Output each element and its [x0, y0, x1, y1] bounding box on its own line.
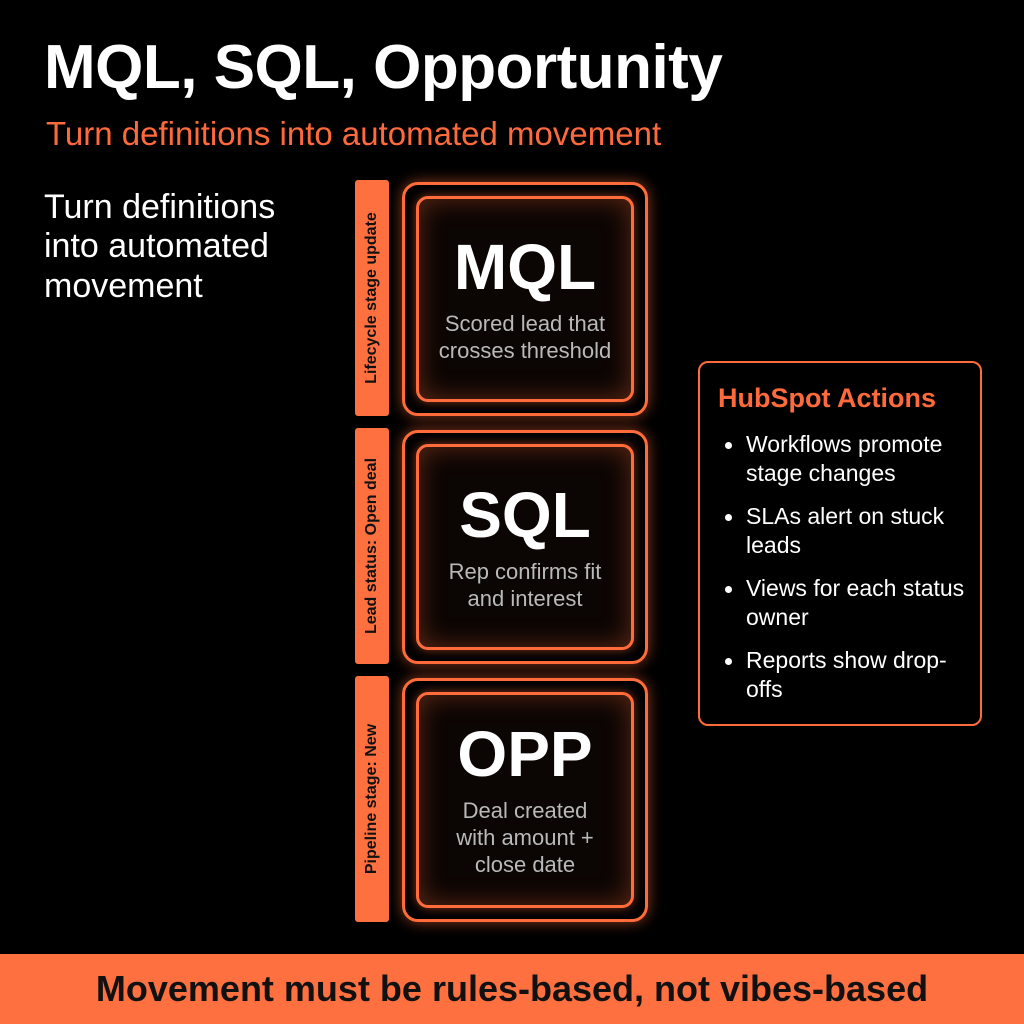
stage-tag-opp: Pipeline stage: New — [355, 676, 389, 922]
stage-tag-label: Pipeline stage: New — [363, 723, 381, 875]
stage-tag-sql: Lead status: Open deal — [355, 428, 389, 664]
stage-box-mql: MQL Scored lead that crosses threshold — [402, 182, 648, 416]
action-item: Reports show drop-offs — [718, 646, 966, 704]
stage-desc-line: Rep confirms fit — [448, 558, 602, 584]
action-item: SLAs alert on stuck leads — [718, 502, 966, 560]
stage-description: Deal created with amount + close date — [456, 798, 594, 878]
actions-list: Workflows promote stage changes SLAs ale… — [718, 430, 966, 704]
stage-desc-line: with amount + — [456, 825, 594, 851]
stage-desc-line: Scored lead that — [444, 310, 606, 336]
stage-box-opp: OPP Deal created with amount + close dat… — [402, 678, 648, 922]
stage-name: SQL — [459, 478, 591, 551]
stage-desc-line: close date — [474, 852, 576, 877]
action-item: Views for each status owner — [718, 574, 966, 632]
stage-inner: MQL Scored lead that crosses threshold — [416, 196, 634, 402]
stage-desc-line: and interest — [467, 585, 583, 611]
stage-inner: OPP Deal created with amount + close dat… — [416, 692, 634, 908]
stage-tag-label: Lifecycle stage update — [363, 212, 380, 384]
actions-title: HubSpot Actions — [718, 383, 936, 413]
hubspot-actions-panel: HubSpot Actions Workflows promote stage … — [698, 361, 982, 726]
stage-inner: SQL Rep confirms fit and interest — [416, 444, 634, 650]
intro-text: Turn definitions into automated movement — [44, 188, 276, 305]
page-subtitle: Turn definitions into automated movement — [46, 115, 662, 152]
action-item: Workflows promote stage changes — [718, 430, 966, 488]
stage-description: Rep confirms fit and interest — [449, 559, 602, 613]
stage-tag-label: Lead status: Open deal — [363, 457, 381, 635]
stage-description: Scored lead that crosses threshold — [439, 311, 611, 365]
stage-desc-line: crosses threshold — [438, 337, 612, 363]
footer-banner: Movement must be rules-based, not vibes-… — [0, 954, 1024, 1024]
footer-text: Movement must be rules-based, not vibes-… — [95, 968, 929, 1009]
stage-name: MQL — [453, 230, 597, 303]
stage-desc-line: Deal created — [462, 798, 588, 824]
stage-tag-mql: Lifecycle stage update — [355, 180, 389, 416]
page-title: MQL, SQL, Opportunity — [44, 33, 723, 102]
stage-name: OPP — [457, 718, 593, 791]
stage-box-sql: SQL Rep confirms fit and interest — [402, 430, 648, 664]
